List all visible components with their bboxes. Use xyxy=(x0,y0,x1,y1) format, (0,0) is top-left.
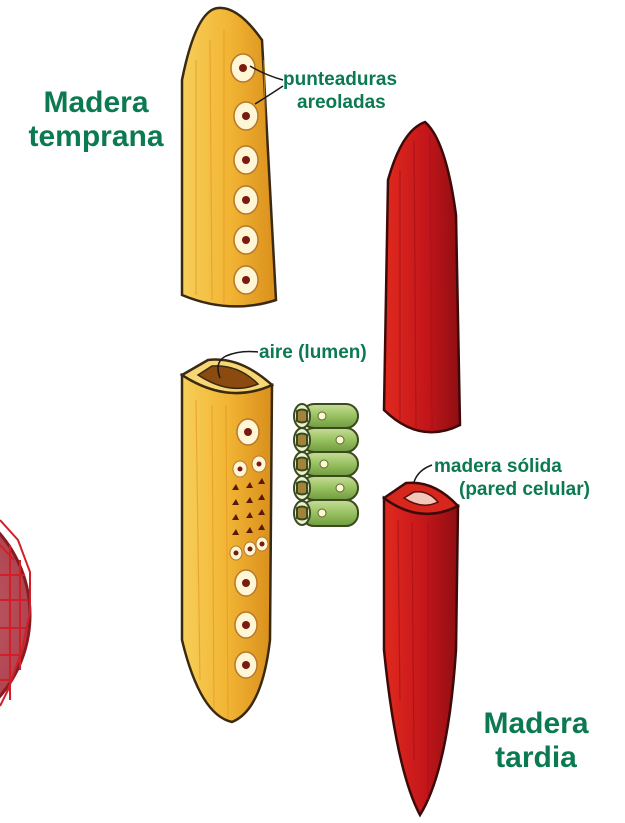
solid-wood-label: madera sólida (pared celular) xyxy=(434,455,590,501)
latewood-cell-bottom xyxy=(384,483,458,815)
pits-label: punteaduras areoladas xyxy=(283,68,397,114)
lumen-label: aire (lumen) xyxy=(259,341,367,364)
green-cell-bundle xyxy=(294,404,358,526)
earlywood-cell-bottom xyxy=(182,360,272,722)
pits-label-line1: punteaduras xyxy=(283,68,397,91)
earlywood-cell-top xyxy=(182,8,276,307)
solid-wood-label-line1: madera sólida xyxy=(434,455,590,478)
latewood-title-line2: tardia xyxy=(466,741,606,775)
latewood-title: Madera tardia xyxy=(466,707,606,775)
latewood-cell-top xyxy=(384,122,460,432)
earlywood-title-line2: temprana xyxy=(16,120,176,154)
earlywood-title-line1: Madera xyxy=(16,86,176,120)
latewood-title-line1: Madera xyxy=(466,707,606,741)
leader-solid-wall xyxy=(414,465,432,482)
solid-wood-label-line2: (pared celular) xyxy=(434,478,590,501)
pits-label-line2: areoladas xyxy=(283,91,397,114)
earlywood-title: Madera temprana xyxy=(16,86,176,154)
cross-section-disc xyxy=(0,490,30,740)
